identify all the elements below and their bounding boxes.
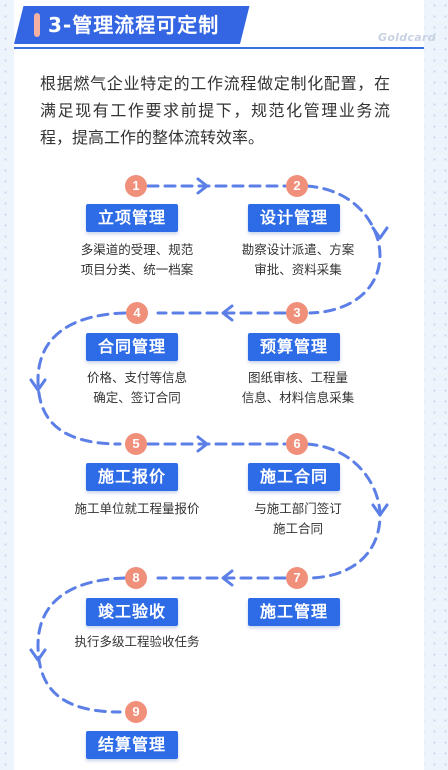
step-3-desc-line-2: 信息、材料信息采集 <box>241 390 355 405</box>
header-underline <box>14 47 424 49</box>
step-1-desc-line-2: 项目分类、统一档案 <box>80 262 194 277</box>
step-9-number: 9 <box>125 701 147 723</box>
step-6-number: 6 <box>286 433 308 455</box>
step-3-number: 3 <box>286 302 308 324</box>
step-3-title: 预算管理 <box>248 333 341 361</box>
header-accent-tab <box>34 13 40 37</box>
arrow-down-icon <box>371 226 389 240</box>
step-8-desc-line-1: 执行多级工程验收任务 <box>74 634 200 649</box>
arrow-down-icon <box>371 503 389 517</box>
flow-path-segment <box>36 311 127 446</box>
arrow-right-icon <box>196 435 209 453</box>
flow-path-segment <box>305 184 382 315</box>
step-7-title: 施工管理 <box>248 598 341 626</box>
step-4-title: 合同管理 <box>86 333 179 361</box>
step-9-title: 结算管理 <box>86 731 179 759</box>
step-4-desc-line-2: 确定、签订合同 <box>93 390 181 405</box>
section-title: 3-管理流程可定制 <box>48 13 220 37</box>
step-2-title: 设计管理 <box>248 204 341 232</box>
arrow-left-icon <box>221 569 234 587</box>
step-5-title: 施工报价 <box>86 463 179 491</box>
step-7-number: 7 <box>286 567 308 589</box>
step-8-title: 竣工验收 <box>86 598 179 626</box>
step-6-desc-line-2: 施工合同 <box>272 521 323 536</box>
step-2-desc-line-2: 审批、资料采集 <box>254 262 342 277</box>
content-card <box>14 0 424 770</box>
step-6-desc-line-1: 与施工部门签订 <box>254 501 342 516</box>
flow-path-segment <box>36 576 127 714</box>
step-5-desc-line-1: 施工单位就工程量报价 <box>74 501 200 516</box>
arrow-down-icon <box>29 378 47 392</box>
arrow-down-icon <box>29 648 47 662</box>
arrow-left-icon <box>221 304 234 322</box>
step-3-desc-line-1: 图纸审核、工程量 <box>247 370 348 385</box>
brand-watermark: Goldcard <box>378 31 436 44</box>
step-5-number: 5 <box>125 433 147 455</box>
step-1-number: 1 <box>125 175 147 197</box>
step-1-title: 立项管理 <box>86 204 179 232</box>
step-6-title: 施工合同 <box>248 463 341 491</box>
step-2-number: 2 <box>286 175 308 197</box>
step-2-desc-line-1: 勘察设计派遣、方案 <box>241 242 355 257</box>
step-4-number: 4 <box>126 302 148 324</box>
step-4-desc-line-1: 价格、支付等信息 <box>86 370 187 385</box>
step-8-number: 8 <box>125 567 147 589</box>
step-1-desc-line-1: 多渠道的受理、规范 <box>80 242 194 257</box>
arrow-right-icon <box>196 177 209 195</box>
section-description: 根据燃气企业特定的工作流程做定制化配置，在满足现有工作要求前提下，规范化管理业务… <box>40 74 390 147</box>
